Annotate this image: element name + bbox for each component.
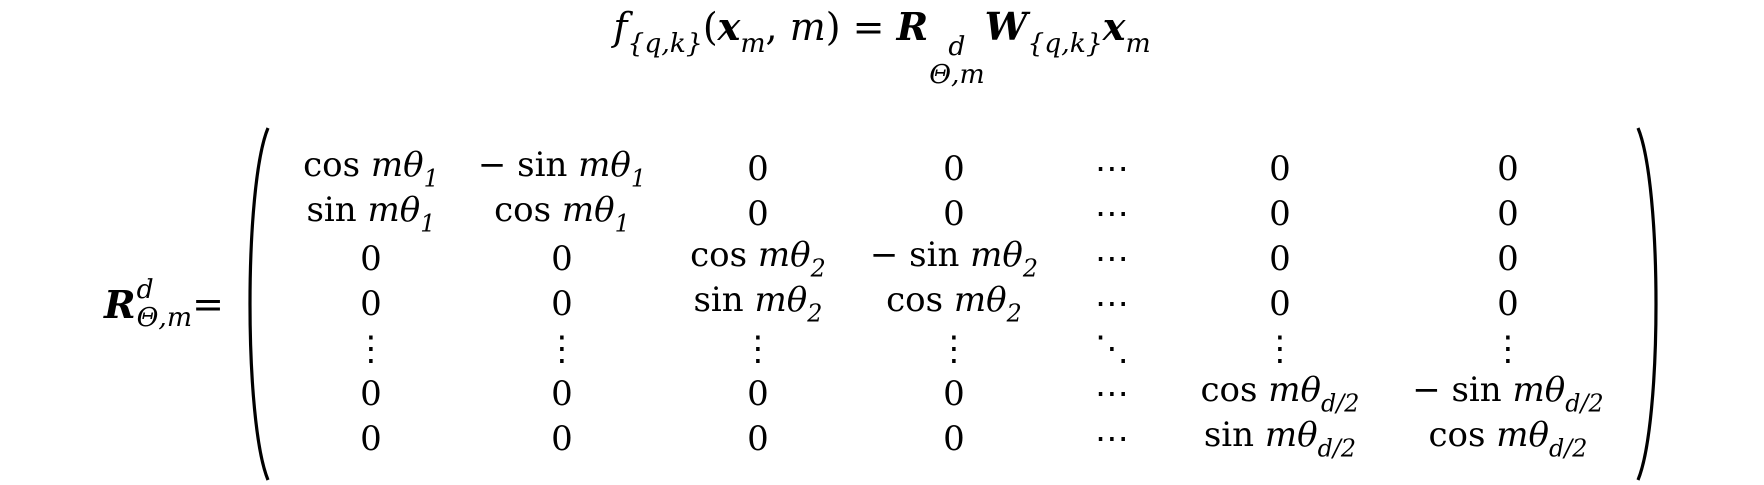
matrix-cell-r3-c6: 0: [1269, 239, 1291, 279]
matrix-cell-r4-c2: 0: [551, 284, 573, 324]
lhs-symbol-R: R: [104, 281, 136, 327]
matrix-cell-r1-c6: 0: [1269, 149, 1291, 189]
matrix-cell-r2-c5: ⋯: [1094, 194, 1129, 234]
matrix-cell-r4-c1: 0: [360, 284, 382, 324]
matrix-cell-r2-c3: 0: [747, 194, 769, 234]
matrix-cell-r4-c5: ⋯: [1094, 284, 1129, 324]
matrix-cell-r5-c7: ⋮: [1490, 329, 1525, 369]
open-paren: (: [702, 5, 718, 49]
left-paren-icon: [238, 126, 272, 482]
superscript-d: d: [948, 30, 966, 62]
symbol-R: R: [896, 4, 929, 49]
matrix-cell-r7-c1: 0: [360, 419, 382, 459]
equals-sign: =: [840, 5, 897, 49]
lhs-superscript-d: d: [136, 274, 154, 306]
matrix-cell-r1-c4: 0: [943, 149, 965, 189]
matrix-cell-r1-c2: − sin mθ1: [477, 145, 647, 193]
subscript-qk: {q,k}: [627, 27, 703, 59]
matrix-cell-r5-c6: ⋮: [1262, 329, 1297, 369]
matrix-cell-r1-c3: 0: [747, 149, 769, 189]
symbol-m: m: [789, 5, 826, 49]
subscript-theta-m: Θ,m: [929, 58, 985, 90]
matrix-cell-r3-c1: 0: [360, 239, 382, 279]
matrix-cell-r7-c4: 0: [943, 419, 965, 459]
matrix-cell-r2-c2: cos mθ1: [494, 190, 630, 238]
comma: ,: [765, 5, 790, 49]
matrix-cell-r6-c2: 0: [551, 374, 573, 414]
matrix-cell-r3-c7: 0: [1497, 239, 1519, 279]
matrix-cell-r3-c2: 0: [551, 239, 573, 279]
lhs-equals-sign: =: [192, 282, 224, 326]
matrix-cell-r1-c5: ⋯: [1094, 149, 1129, 189]
close-paren: ): [825, 5, 841, 49]
matrix-cell-r6-c1: 0: [360, 374, 382, 414]
symbol-W: W: [984, 4, 1028, 49]
matrix-cell-r5-c2: ⋮: [544, 329, 579, 369]
matrix-cell-r7-c5: ⋯: [1094, 419, 1129, 459]
matrix-cell-r1-c1: cos mθ1: [303, 145, 439, 193]
matrix-cell-r4-c4: cos mθ2: [886, 280, 1022, 328]
symbol-x: x: [717, 4, 741, 49]
matrix-cell-r6-c4: 0: [943, 374, 965, 414]
matrix-cell-r6-c7: − sin mθd/2: [1412, 370, 1604, 418]
matrix-cell-r3-c3: cos mθ2: [690, 235, 826, 283]
matrix-cell-r2-c7: 0: [1497, 194, 1519, 234]
symbol-f: f: [613, 5, 628, 49]
matrix-cell-r7-c6: sin mθd/2: [1203, 415, 1356, 463]
matrix-cell-r5-c4: ⋮: [936, 329, 971, 369]
matrix-cell-r6-c3: 0: [747, 374, 769, 414]
matrix-cell-r7-c3: 0: [747, 419, 769, 459]
symbol-x-2: x: [1102, 4, 1126, 49]
matrix-cell-r3-c5: ⋯: [1094, 239, 1129, 279]
matrix-cell-r2-c6: 0: [1269, 194, 1291, 234]
matrix-cell-r6-c5: ⋯: [1094, 374, 1129, 414]
matrix-cell-r6-c6: cos mθd/2: [1200, 370, 1360, 418]
matrix-cell-r5-c3: ⋮: [740, 329, 775, 369]
matrix-cell-r7-c7: cos mθd/2: [1428, 415, 1588, 463]
matrix-cell-r1-c7: 0: [1497, 149, 1519, 189]
matrix-cell-r7-c2: 0: [551, 419, 573, 459]
matrix-cell-r4-c6: 0: [1269, 284, 1291, 324]
subscript-qk-w: {q,k}: [1027, 27, 1103, 59]
matrix-cell-r2-c4: 0: [943, 194, 965, 234]
lhs-subscript-theta-m: Θ,m: [136, 302, 193, 333]
subscript-m: m: [740, 27, 766, 59]
right-paren-icon: [1634, 126, 1668, 482]
matrix-cell-r4-c3: sin mθ2: [693, 280, 823, 328]
subscript-m-2: m: [1125, 27, 1151, 59]
matrix-cell-r3-c4: − sin mθ2: [869, 235, 1039, 283]
matrix-cell-r2-c1: sin mθ1: [306, 190, 436, 238]
matrix-cell-r5-c5: ⋱: [1094, 329, 1129, 369]
matrix-cell-r5-c1: ⋮: [353, 329, 388, 369]
matrix-cell-r4-c7: 0: [1497, 284, 1519, 324]
